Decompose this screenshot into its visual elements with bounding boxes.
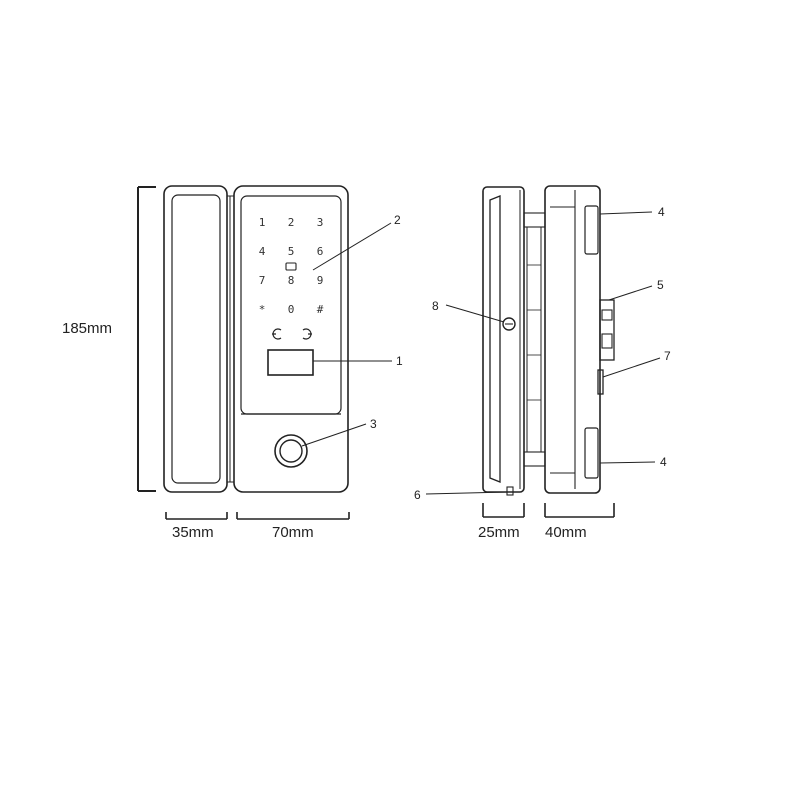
key-star[interactable]: * bbox=[259, 303, 266, 316]
side-connector bbox=[523, 212, 546, 467]
side-left-width-bracket bbox=[482, 503, 525, 518]
key-0[interactable]: 0 bbox=[288, 303, 295, 316]
key-hash[interactable]: # bbox=[317, 303, 324, 316]
side-screw bbox=[502, 317, 516, 331]
callout-7-label: 7 bbox=[664, 349, 671, 363]
key-6[interactable]: 6 bbox=[317, 245, 324, 258]
side-right-width-label: 40mm bbox=[545, 524, 587, 541]
front-left-width-label: 35mm bbox=[172, 524, 214, 541]
side-left-body bbox=[482, 186, 525, 493]
callout-8-label: 8 bbox=[432, 299, 439, 313]
side-right-width-bracket bbox=[544, 503, 615, 518]
key-1[interactable]: 1 bbox=[259, 216, 266, 229]
callout-3-label: 3 bbox=[370, 417, 377, 431]
unlock-left-icon[interactable] bbox=[272, 328, 282, 340]
side-knob[interactable] bbox=[599, 299, 615, 361]
key-4[interactable]: 4 bbox=[259, 245, 266, 258]
side-right-body bbox=[544, 185, 601, 494]
front-main-panel bbox=[233, 185, 349, 493]
callout-2-label: 2 bbox=[394, 213, 401, 227]
height-dimension-bracket bbox=[137, 186, 156, 492]
callout-4-bottom-leader bbox=[599, 461, 656, 464]
callout-4-top-leader bbox=[599, 211, 653, 215]
display-window bbox=[267, 349, 314, 376]
callout-4-bottom-label: 4 bbox=[660, 455, 667, 469]
side-button[interactable] bbox=[597, 369, 604, 395]
callout-7-leader bbox=[602, 357, 661, 378]
front-left-width-bracket bbox=[165, 512, 228, 520]
card-reader-icon bbox=[285, 262, 297, 271]
key-7[interactable]: 7 bbox=[259, 274, 266, 287]
key-8[interactable]: 8 bbox=[288, 274, 295, 287]
callout-5-leader bbox=[608, 285, 653, 301]
key-2[interactable]: 2 bbox=[288, 216, 295, 229]
unlock-right-icon[interactable] bbox=[302, 328, 312, 340]
callout-3-leader bbox=[301, 423, 367, 447]
front-left-body bbox=[163, 185, 234, 493]
callout-6-label: 6 bbox=[414, 488, 421, 502]
bottom-screw bbox=[506, 486, 514, 496]
callout-4-top-label: 4 bbox=[658, 205, 665, 219]
callout-6-leader bbox=[425, 491, 509, 495]
side-left-width-label: 25mm bbox=[478, 524, 520, 541]
callout-8-leader bbox=[445, 304, 505, 323]
callout-5-label: 5 bbox=[657, 278, 664, 292]
callout-1-label: 1 bbox=[396, 354, 403, 368]
key-5[interactable]: 5 bbox=[288, 245, 295, 258]
key-9[interactable]: 9 bbox=[317, 274, 324, 287]
front-right-width-bracket bbox=[236, 512, 350, 520]
front-right-width-label: 70mm bbox=[272, 524, 314, 541]
callout-2-leader bbox=[312, 222, 392, 271]
height-dimension-label: 185mm bbox=[62, 320, 112, 337]
fingerprint-icon[interactable] bbox=[274, 434, 308, 468]
key-3[interactable]: 3 bbox=[317, 216, 324, 229]
